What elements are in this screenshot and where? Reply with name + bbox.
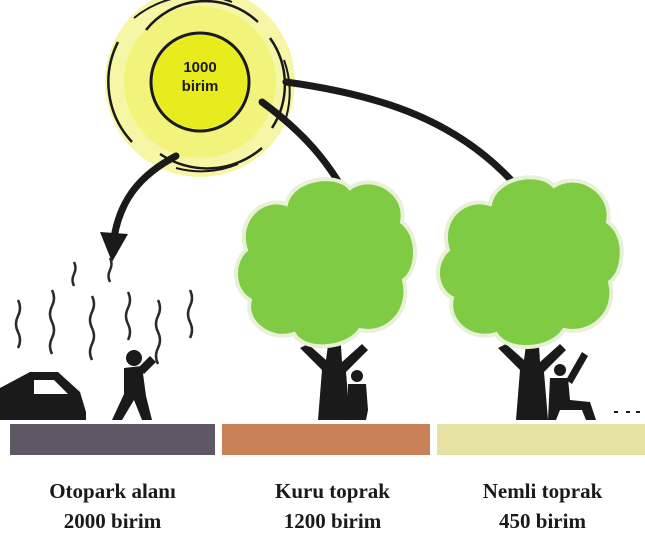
sun-ray-arc bbox=[175, 163, 239, 173]
caption-label: Nemli toprak bbox=[482, 479, 603, 503]
heat-wave bbox=[154, 299, 162, 365]
ground-parking bbox=[10, 424, 215, 455]
tree-crown bbox=[435, 175, 624, 349]
car bbox=[0, 372, 86, 420]
sun bbox=[105, 0, 295, 177]
heat-wave bbox=[186, 289, 194, 339]
sun-ray-arc bbox=[283, 59, 291, 119]
heat-wave bbox=[88, 295, 96, 361]
car-window bbox=[34, 380, 68, 394]
caption-amount: 1200 birim bbox=[283, 509, 382, 533]
ground-dry-soil bbox=[222, 424, 430, 455]
sitting-person bbox=[548, 378, 596, 420]
heat-wave bbox=[71, 261, 77, 287]
arrow-to-wet-soil bbox=[282, 78, 524, 194]
heat-wave bbox=[107, 257, 113, 283]
caption-label: Otopark alanı bbox=[49, 479, 176, 503]
sun-core bbox=[153, 35, 247, 129]
person-body bbox=[112, 366, 152, 420]
heat-wave bbox=[48, 289, 56, 355]
person-arm bbox=[138, 356, 156, 374]
sun-ray-arc bbox=[145, 0, 259, 31]
walking-person bbox=[112, 350, 156, 420]
person-head bbox=[351, 370, 363, 382]
caption-label: Kuru toprak bbox=[275, 479, 390, 503]
tree-trunk bbox=[300, 330, 368, 420]
person-head bbox=[554, 364, 566, 376]
person-raised-arm bbox=[566, 352, 588, 384]
standing-person bbox=[348, 384, 368, 420]
arrowhead-parking bbox=[100, 232, 128, 262]
heat-lines bbox=[14, 257, 194, 365]
caption-amount: 2000 birim bbox=[63, 509, 162, 533]
ground-wet-soil bbox=[437, 424, 645, 455]
caption-amount: 450 birim bbox=[499, 509, 586, 533]
tree-dry-soil bbox=[233, 177, 417, 420]
tree-trunk bbox=[498, 330, 566, 420]
tree-wet-soil bbox=[435, 175, 640, 420]
arrow-to-parking bbox=[110, 152, 180, 242]
heat-wave bbox=[124, 291, 132, 341]
sun-unit: birim bbox=[181, 78, 219, 95]
sun-value: 1000 bbox=[183, 59, 217, 76]
sun-ring-inner bbox=[149, 31, 251, 133]
person-head bbox=[126, 350, 142, 366]
caption-wet-soil: Nemli toprak 450 birim bbox=[440, 476, 645, 536]
tree-crown bbox=[233, 177, 417, 349]
caption-dry-soil: Kuru toprak 1200 birim bbox=[235, 476, 430, 536]
caption-parking: Otopark alanı 2000 birim bbox=[10, 476, 215, 536]
sun-ray-arc bbox=[107, 41, 133, 143]
sun-ray-arc bbox=[133, 0, 233, 19]
sun-label: 1000 birim bbox=[164, 58, 236, 96]
heat-wave bbox=[14, 299, 22, 349]
